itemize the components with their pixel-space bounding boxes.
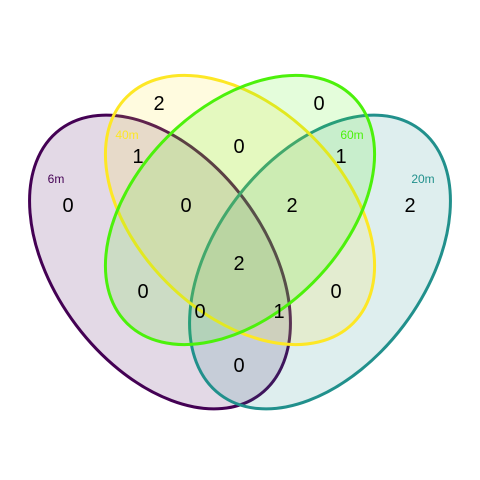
region-count-20m-only: 2 bbox=[404, 195, 415, 217]
region-count-60m-only: 0 bbox=[313, 93, 324, 115]
region-count-6m-40m-20m: 1 bbox=[273, 301, 284, 323]
region-count-40m-20m: 0 bbox=[330, 281, 341, 303]
set-ellipse-20m bbox=[188, 113, 452, 411]
region-count-6m-only: 0 bbox=[62, 195, 73, 217]
set-ellipse-60m bbox=[103, 73, 377, 347]
region-count-6m-40m-60m: 0 bbox=[180, 195, 191, 217]
region-count-40m-60m: 0 bbox=[233, 136, 244, 158]
region-count-6m-60m-20m: 0 bbox=[194, 301, 205, 323]
region-count-6m-20m: 0 bbox=[233, 355, 244, 377]
set-ellipse-6m bbox=[28, 113, 292, 411]
region-count-6m-60m: 0 bbox=[137, 281, 148, 303]
set-ellipse-40m bbox=[103, 73, 377, 347]
set-label-20m: 20m bbox=[411, 172, 434, 186]
region-count-all-four: 2 bbox=[233, 253, 244, 275]
region-count-40m-only: 2 bbox=[153, 93, 164, 115]
region-count-40m-60m-20m: 2 bbox=[286, 195, 297, 217]
set-label-6m: 6m bbox=[48, 172, 65, 186]
region-count-60m-20m: 1 bbox=[335, 146, 346, 168]
set-label-60m: 60m bbox=[340, 128, 363, 142]
region-count-6m-40m: 1 bbox=[132, 146, 143, 168]
set-label-40m: 40m bbox=[115, 128, 138, 142]
